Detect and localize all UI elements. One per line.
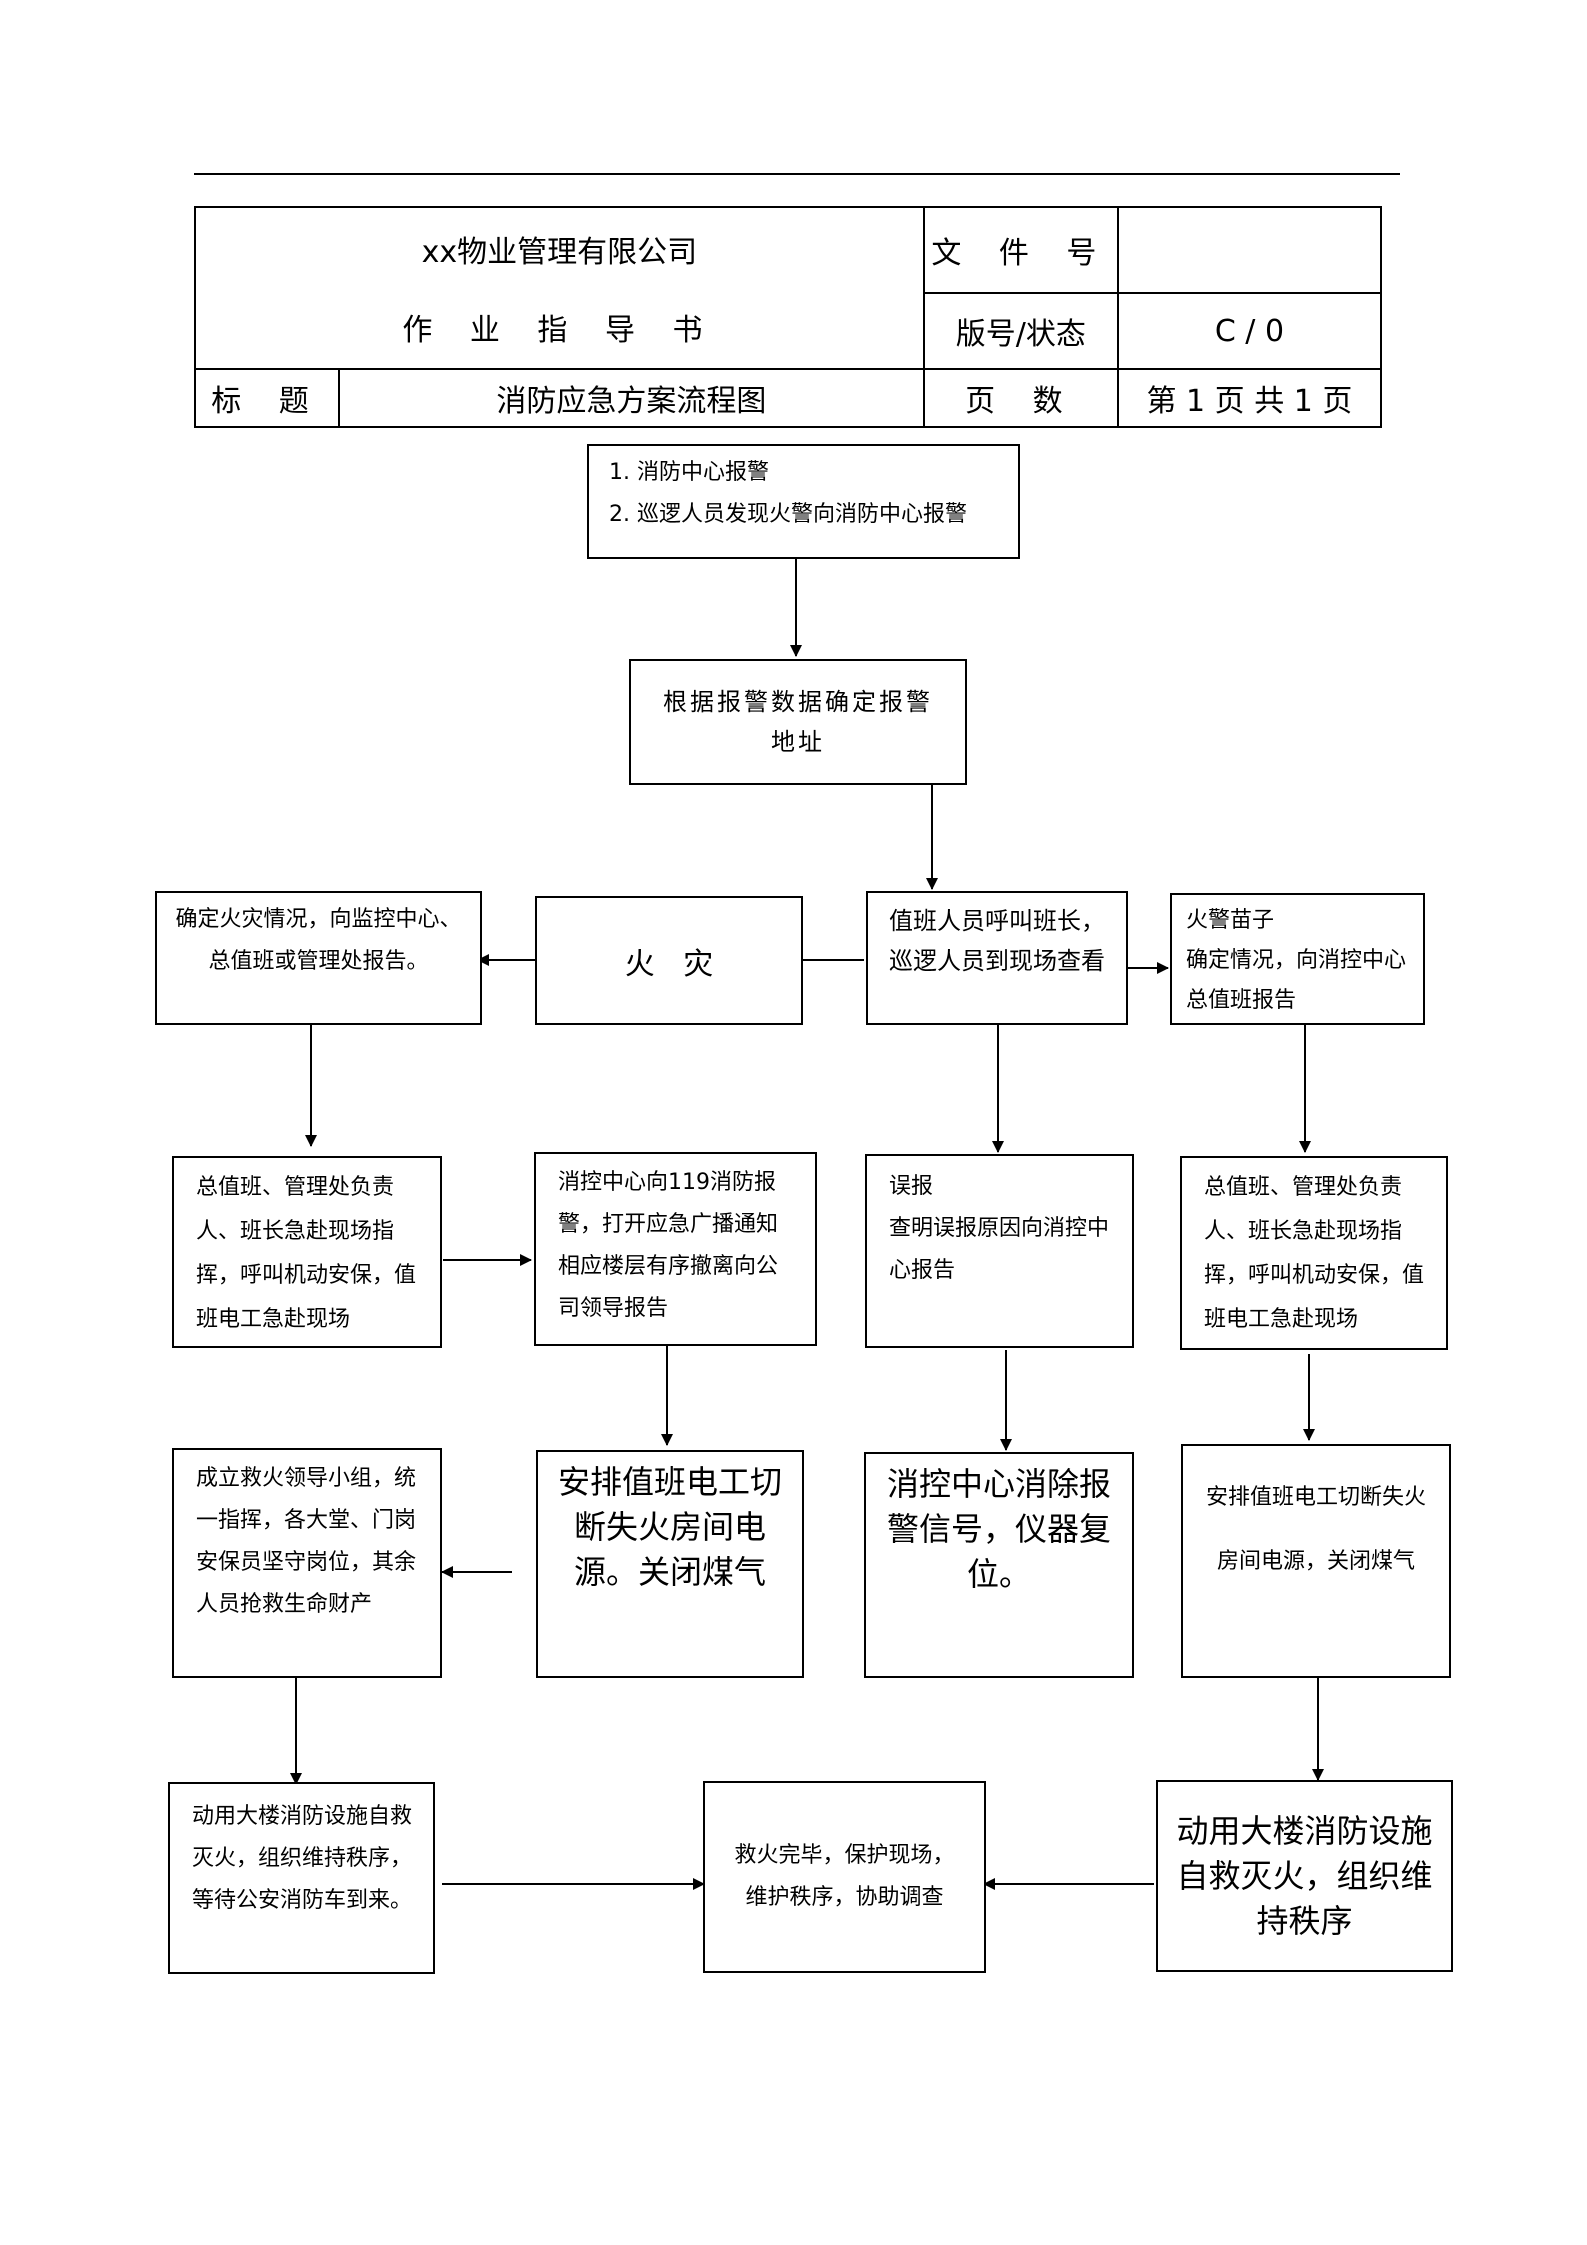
cut-power-right-box: 安排值班电工切断失火 房间电源，关闭煤气 <box>1181 1444 1451 1678</box>
top-rule <box>194 173 1400 175</box>
self-rescue-left-text: 动用大楼消防设施自救灭火，组织维持秩序，等待公安消防车到来。 <box>192 1804 413 1913</box>
cut-power-mid-text: 安排值班电工切断失火房间电源。关闭煤气 <box>557 1463 782 1591</box>
cut-power-mid-box: 安排值班电工切断失火房间电源。关闭煤气 <box>536 1450 804 1678</box>
self-rescue-left-box: 动用大楼消防设施自救灭火，组织维持秩序，等待公安消防车到来。 <box>168 1782 435 1974</box>
self-rescue-right-box: 动用大楼消防设施自救灭火，组织维持秩序 <box>1156 1780 1453 1972</box>
false-alarm-line-2: 查明误报原因向消控中心报告 <box>889 1216 1110 1283</box>
command-left-box: 总值班、管理处负责人、班长急赴现场指挥，呼叫机动安保，值班电工急赴现场 <box>172 1156 442 1348</box>
title-label: 标 题 <box>194 368 340 428</box>
command-right-box: 总值班、管理处负责人、班长急赴现场指挥，呼叫机动安保，值班电工急赴现场 <box>1180 1156 1448 1350</box>
finish-box: 救火完毕，保护现场， 维护秩序，协助调查 <box>703 1781 986 1973</box>
company-name: xx物业管理有限公司 <box>421 235 698 270</box>
fire-box: 火 灾 <box>535 896 803 1025</box>
cut-power-right-line-2: 房间电源，关闭煤气 <box>1216 1549 1415 1574</box>
fire-sign-box: 火警苗子 确定情况，向消控中心 总值班报告 <box>1170 893 1425 1025</box>
command-right-text: 总值班、管理处负责人、班长急赴现场指挥，呼叫机动安保，值班电工急赴现场 <box>1204 1175 1425 1332</box>
title-value: 消防应急方案流程图 <box>338 368 925 428</box>
alarm-source-line-1: 1. 消防中心报警 <box>609 460 769 485</box>
locate-address-box: 根据报警数据确定报警地址 <box>629 659 967 785</box>
false-alarm-line-1: 误报 <box>889 1174 934 1199</box>
file-no-value <box>1116 206 1383 294</box>
version-label: 版号/状态 <box>922 292 1119 370</box>
pages-label: 页 数 <box>922 368 1119 428</box>
pages-value: 第 1 页 共 1 页 <box>1116 368 1383 428</box>
locate-address-text: 根据报警数据确定报警地址 <box>663 688 933 756</box>
rescue-team-box: 成立救火领导小组，统一指挥，各大堂、门岗安保员坚守岗位，其余人员抢救生命财产 <box>172 1448 442 1678</box>
finish-line-2: 维护秩序，协助调查 <box>745 1885 944 1910</box>
rescue-team-text: 成立救火领导小组，统一指挥，各大堂、门岗安保员坚守岗位，其余人员抢救生命财产 <box>196 1466 417 1617</box>
fire-text: 火 灾 <box>624 946 714 982</box>
report-fire-line-1: 确定火灾情况，向监控中心、 <box>175 907 462 932</box>
report-fire-box: 确定火灾情况，向监控中心、 总值班或管理处报告。 <box>155 891 482 1025</box>
call-119-text: 消控中心向119消防报警，打开应急广播通知相应楼层有序撤离向公司领导报告 <box>558 1170 779 1321</box>
fire-sign-line-3: 总值班报告 <box>1186 988 1297 1013</box>
alarm-source-box: 1. 消防中心报警 2. 巡逻人员发现火警向消防中心报警 <box>587 444 1020 559</box>
cut-power-right-line-1: 安排值班电工切断失火 <box>1205 1485 1426 1510</box>
doc-title: 作 业 指 导 书 <box>402 313 717 348</box>
reset-alarm-text: 消控中心消除报警信号，仪器复位。 <box>886 1465 1111 1593</box>
fire-sign-line-2: 确定情况，向消控中心 <box>1186 948 1407 973</box>
command-left-text: 总值班、管理处负责人、班长急赴现场指挥，呼叫机动安保，值班电工急赴现场 <box>196 1175 417 1332</box>
false-alarm-box: 误报 查明误报原因向消控中心报告 <box>865 1154 1134 1348</box>
check-scene-line-2: 巡逻人员到现场查看 <box>889 947 1105 975</box>
finish-line-1: 救火完毕，保护现场， <box>734 1843 955 1868</box>
version-value: C / 0 <box>1116 292 1383 370</box>
alarm-source-line-2: 2. 巡逻人员发现火警向消防中心报警 <box>609 502 967 527</box>
reset-alarm-box: 消控中心消除报警信号，仪器复位。 <box>864 1452 1134 1678</box>
document-header-table: xx物业管理有限公司 作 业 指 导 书 文 件 号 版号/状态 C / 0 标… <box>194 206 1383 428</box>
file-no-label: 文 件 号 <box>922 206 1119 294</box>
check-scene-box: 值班人员呼叫班长， 巡逻人员到现场查看 <box>866 891 1128 1025</box>
self-rescue-right-text: 动用大楼消防设施自救灭火，组织维持秩序 <box>1176 1811 1433 1940</box>
fire-sign-line-1: 火警苗子 <box>1186 908 1275 933</box>
report-fire-line-2: 总值班或管理处报告。 <box>208 949 429 974</box>
company-block: xx物业管理有限公司 作 业 指 导 书 <box>194 206 925 370</box>
check-scene-line-1: 值班人员呼叫班长， <box>889 907 1105 935</box>
call-119-box: 消控中心向119消防报警，打开应急广播通知相应楼层有序撤离向公司领导报告 <box>534 1152 817 1346</box>
